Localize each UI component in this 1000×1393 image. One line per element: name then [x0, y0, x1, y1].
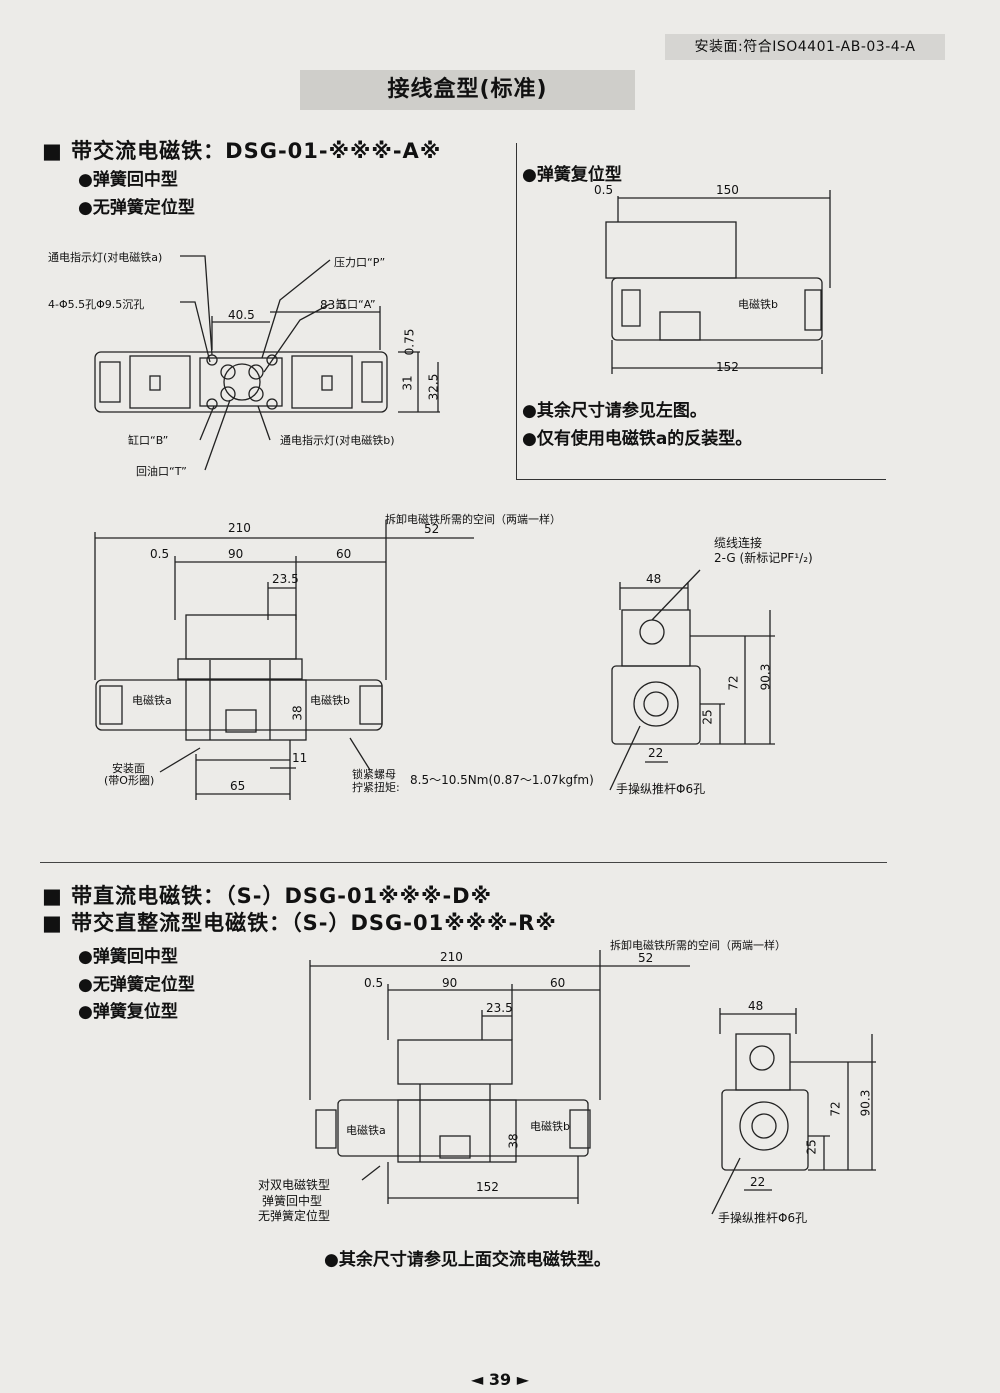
- ac-dim-90: 90: [228, 547, 244, 561]
- sr-solenoid-b-label: 电磁铁b: [738, 298, 778, 311]
- ac-side-dim-48: 48: [646, 572, 662, 586]
- ac-section-heading: ■ 带交流电磁铁：DSG-01-※※※-A※: [42, 139, 442, 163]
- dc-bullet-no-spring-detent: ●无弹簧定位型: [78, 975, 195, 995]
- dc-bullet-spring-centered: ●弹簧回中型: [78, 947, 178, 967]
- dc-dim-0-5: 0.5: [364, 976, 384, 990]
- ac-removal-space-label: 拆卸电磁铁所需的空间（两端一样）: [385, 513, 561, 526]
- dc-dual-note-3: 无弹簧定位型: [258, 1209, 331, 1223]
- dc-dim-52: 52: [638, 951, 654, 965]
- ac-dim-210: 210: [228, 521, 251, 535]
- ac-side-dim-22: 22: [648, 746, 664, 760]
- ac-o-ring-label: (带O形圈): [104, 774, 155, 787]
- sr-dim-150: 150: [716, 183, 739, 197]
- dc-side-dim-72: 72: [828, 1101, 843, 1117]
- page-number: ◄ 39 ►: [470, 1370, 529, 1389]
- callout-mount-holes: 4-Φ5.5孔Φ9.5沉孔: [48, 298, 145, 311]
- sr-note-1: ●其余尺寸请参见左图。: [522, 401, 707, 421]
- dc-side-dim-22: 22: [750, 1175, 766, 1189]
- dc-solenoid-a-label: 电磁铁a: [346, 1124, 386, 1137]
- ac-dim-52: 52: [424, 522, 440, 536]
- callout-indicator-b: 通电指示灯(对电磁铁b): [280, 434, 395, 447]
- dc-dim-23-5: 23.5: [486, 1001, 513, 1015]
- dc-bullet-spring-return: ●弹簧复位型: [78, 1002, 178, 1022]
- dc-dim-60: 60: [550, 976, 566, 990]
- ac-dim-11: 11: [292, 751, 308, 765]
- dim-40-5: 40.5: [228, 308, 255, 322]
- callout-port-p: 压力口“P”: [334, 256, 386, 269]
- ac-cable-connection-label: 缆线连接: [714, 536, 763, 550]
- dc-side-dim-25: 25: [804, 1139, 819, 1155]
- spring-return-heading: ●弹簧复位型: [522, 165, 622, 185]
- callout-port-b: 缸口“B”: [128, 434, 169, 447]
- ac-bullet-spring-centered: ●弹簧回中型: [78, 170, 178, 190]
- sr-dim-152: 152: [716, 360, 739, 374]
- section-divider: [40, 862, 887, 863]
- spring-return-panel: [516, 143, 886, 480]
- ac-torque-value: 8.5～10.5Nm(0.87～1.07kgfm): [410, 773, 594, 787]
- dim-83-5: 83.5: [320, 298, 347, 312]
- callout-port-t: 回油口“T”: [136, 465, 187, 478]
- ac-thread-label: 2-G (新标记PF¹/₂): [714, 551, 813, 565]
- dc-dual-note-2: 弹簧回中型: [262, 1194, 323, 1208]
- ac-mount-face-label: 安装面: [112, 762, 145, 775]
- dc-side-dim-90-3: 90.3: [858, 1089, 873, 1117]
- dc-section-heading: ■ 带直流电磁铁：（S-）DSG-01※※※-D※: [42, 884, 493, 908]
- dc-manual-pin-label: 手操纵推杆Φ6孔: [718, 1211, 808, 1225]
- sr-note-2: ●仅有使用电磁铁a的反装型。: [522, 429, 753, 449]
- ac-solenoid-b-label: 电磁铁b: [310, 694, 350, 707]
- ac-dim-0-5: 0.5: [150, 547, 170, 561]
- page-title: 接线盒型(标准): [300, 70, 635, 110]
- ac-torque-label: 拧紧扭矩:: [352, 781, 400, 794]
- ac-bullet-no-spring-detent: ●无弹簧定位型: [78, 198, 195, 218]
- dc-dim-152: 152: [476, 1180, 499, 1194]
- ac-solenoid-a-label: 电磁铁a: [132, 694, 172, 707]
- ac-manual-pin-label: 手操纵推杆Φ6孔: [616, 782, 706, 796]
- callout-port-a: 缸口“A”: [336, 298, 376, 311]
- dc-dim-210: 210: [440, 950, 463, 964]
- mount-standard-label: 安装面:符合ISO4401-AB-03-4-A: [665, 34, 945, 60]
- dc-dim-90: 90: [442, 976, 458, 990]
- rectifier-section-heading: ■ 带交直整流型电磁铁：（S-）DSG-01※※※-R※: [42, 911, 557, 935]
- dc-removal-space-label: 拆卸电磁铁所需的空间（两端一样）: [610, 939, 786, 952]
- sr-dim-0-5: 0.5: [594, 183, 614, 197]
- dc-dual-note-1: 对双电磁铁型: [258, 1178, 331, 1192]
- ac-dim-23-5: 23.5: [272, 572, 299, 586]
- ac-locknut-label: 锁紧螺母: [352, 768, 396, 781]
- dc-side-dim-48: 48: [748, 999, 764, 1013]
- ac-dim-60: 60: [336, 547, 352, 561]
- ac-dim-65: 65: [230, 779, 246, 793]
- callout-indicator-a: 通电指示灯(对电磁铁a): [48, 251, 163, 264]
- dc-footer-note: ●其余尺寸请参见上面交流电磁铁型。: [324, 1250, 611, 1270]
- dc-solenoid-b-label: 电磁铁b: [530, 1120, 570, 1133]
